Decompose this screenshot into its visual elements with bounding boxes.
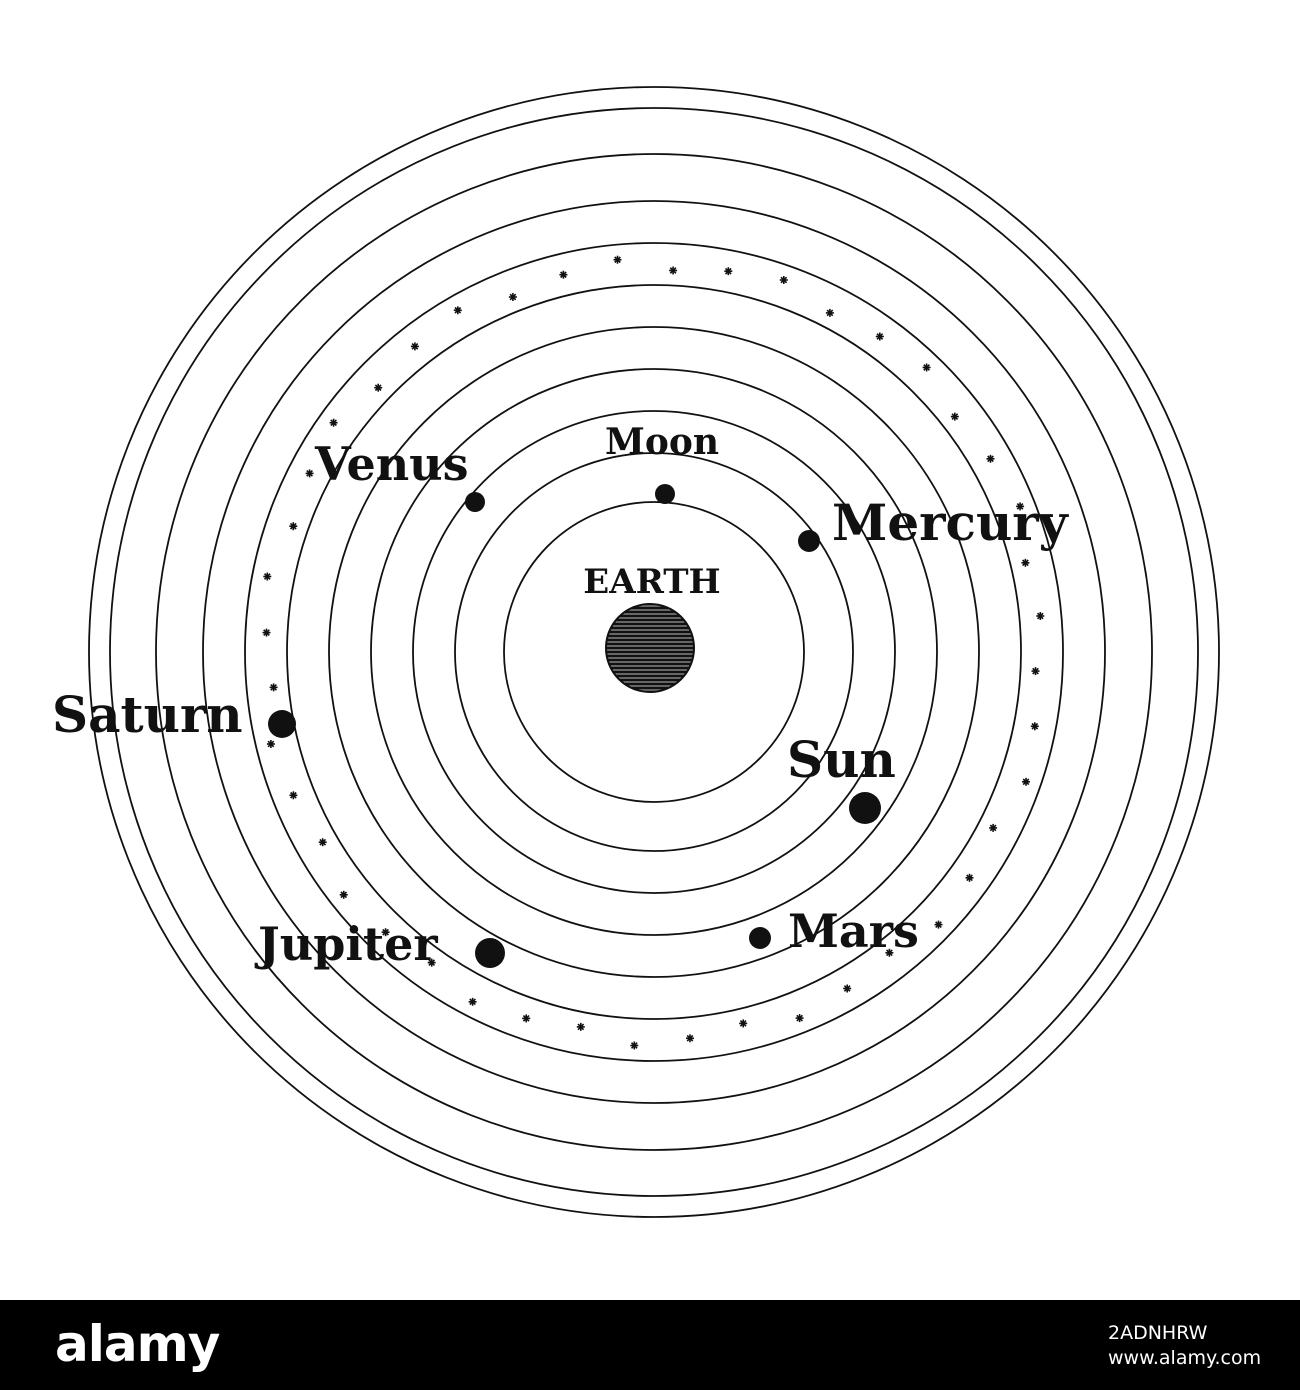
star-icon xyxy=(1016,502,1025,511)
moon-label: Moon xyxy=(605,421,719,463)
orbit-ring xyxy=(88,86,1220,1218)
jupiter-label: Jupiter xyxy=(254,917,438,971)
star-icon xyxy=(875,332,884,341)
star-icon xyxy=(739,1019,748,1028)
star-icon xyxy=(263,572,272,581)
star-icon xyxy=(965,873,974,882)
star-icon xyxy=(1036,612,1045,620)
star-icon xyxy=(613,255,622,264)
orbit-ring xyxy=(202,200,1106,1104)
star-icon xyxy=(374,383,383,392)
star-icon xyxy=(427,958,436,967)
mercury-label: Mercury xyxy=(832,493,1070,552)
saturn-marker xyxy=(268,710,296,738)
mars-marker xyxy=(749,927,771,949)
star-icon xyxy=(986,454,995,463)
orbit-ring xyxy=(370,368,938,936)
alamy-logo: alamy xyxy=(55,1315,220,1373)
image-id-text: 2ADNHRW xyxy=(1108,1322,1208,1344)
star-icon xyxy=(630,1041,639,1050)
star-icon xyxy=(779,276,788,284)
star-icon xyxy=(1031,667,1040,676)
star-icon xyxy=(669,266,678,275)
star-icon xyxy=(576,1022,585,1031)
watermark-footer: alamy 2ADNHRW www.alamy.com xyxy=(0,1300,1300,1390)
orbit-ring xyxy=(244,242,1064,1062)
geocentric-diagram: EARTH Moon Mercury Venus Sun Mars Jupite… xyxy=(52,86,1220,1218)
website-text: www.alamy.com xyxy=(1108,1347,1262,1369)
star-icon xyxy=(508,293,517,301)
star-icon xyxy=(825,308,834,317)
star-icon xyxy=(1021,558,1030,567)
venus-label: Venus xyxy=(314,437,469,491)
star-icon xyxy=(289,522,298,531)
star-icon xyxy=(1022,777,1030,786)
star-icon xyxy=(950,412,959,421)
orbit-ring xyxy=(328,326,980,978)
mars-label: Mars xyxy=(788,904,919,958)
earth-icon xyxy=(605,603,695,693)
fixed-stars-band xyxy=(262,255,1045,1050)
star-icon xyxy=(522,1014,531,1023)
orbit-rings xyxy=(88,86,1220,1218)
star-icon xyxy=(266,740,275,748)
star-icon xyxy=(843,984,852,993)
saturn-label: Saturn xyxy=(52,685,243,744)
star-icon xyxy=(289,791,298,800)
star-icon xyxy=(410,342,419,351)
star-icon xyxy=(329,418,338,427)
star-icon xyxy=(885,948,894,957)
orbit-ring xyxy=(155,153,1153,1151)
star-icon xyxy=(318,838,327,847)
star-icon xyxy=(1030,722,1039,731)
star-icon xyxy=(269,683,278,692)
orbit-ring xyxy=(286,284,1022,1020)
earth-label: EARTH xyxy=(583,562,720,602)
star-icon xyxy=(795,1014,804,1023)
diagram-area: EARTH Moon Mercury Venus Sun Mars Jupite… xyxy=(52,86,1220,1218)
star-icon xyxy=(686,1034,694,1043)
star-icon xyxy=(922,363,931,372)
orbit-ring xyxy=(503,501,805,803)
star-icon xyxy=(559,270,568,279)
moon-marker xyxy=(655,484,675,504)
sun-marker xyxy=(849,792,881,824)
star-icon xyxy=(262,628,271,637)
star-icon xyxy=(305,469,314,478)
star-icon xyxy=(339,890,348,899)
star-icon xyxy=(468,997,477,1006)
orbit-ring xyxy=(412,410,896,894)
star-icon xyxy=(724,267,733,276)
star-icon xyxy=(934,920,943,929)
orbit-ring xyxy=(454,452,854,852)
orbit-ring xyxy=(109,107,1199,1197)
venus-marker xyxy=(465,492,485,512)
star-icon xyxy=(381,928,390,937)
star-icon xyxy=(453,306,462,315)
jupiter-marker xyxy=(475,938,505,968)
sun-label: Sun xyxy=(787,730,896,789)
mercury-marker xyxy=(798,530,820,552)
star-icon xyxy=(989,823,998,832)
